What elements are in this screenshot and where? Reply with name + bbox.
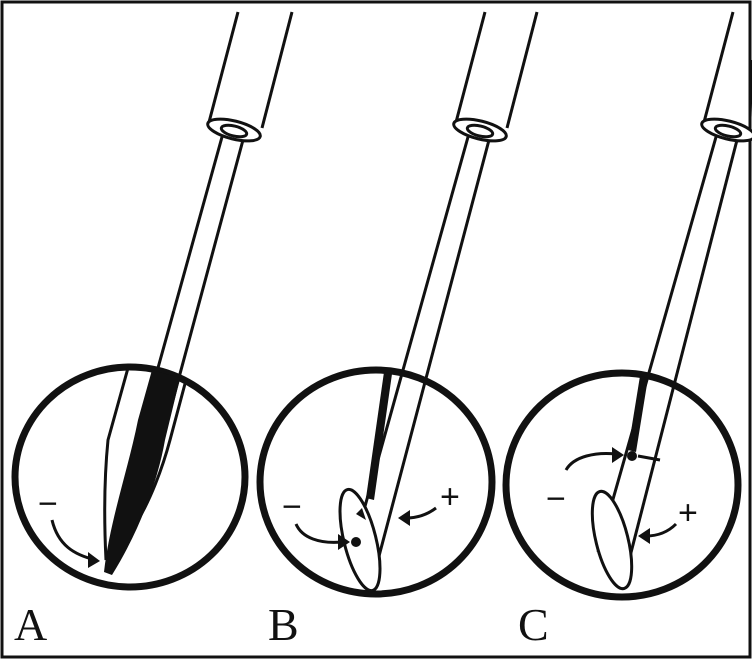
panel-b-plus-arrow [405,506,437,520]
panel-b-plus-sign: + [440,478,460,516]
panel-c-barrel [700,11,752,143]
panel-a-label: A [14,599,47,650]
panel-b-magnifier-circle [256,366,496,598]
panel-c-minus-sign: − [546,480,566,518]
panel-a-shaft-edge-right [136,379,188,521]
panel-b-needle-shaft [348,136,491,576]
panel-c-bevel-opening [590,489,634,591]
panel-c-label: C [518,599,549,650]
panel-c-magnifier-circle [502,369,742,601]
panel-b-lumen [366,372,392,500]
panel-c-needle-shaft [596,136,739,573]
panel-a: − A [11,11,294,650]
panel-b-minus-arrow [294,523,343,544]
panel-a-magnifier-circle [11,363,249,591]
panel-c-plus-arrow [645,522,678,538]
panel-b-bevel-notch [356,508,366,520]
panel-c: − + C [502,11,752,650]
panel-a-shaft-edge-left [103,367,130,561]
panel-a-barrel [206,11,294,143]
panel-c-lumen [628,376,648,452]
panel-c-minus-arrow [564,452,617,471]
panel-b-label: B [268,599,299,650]
panel-b-barrel [452,11,539,143]
panel-b-minus-sign: − [282,488,302,526]
panel-c-plus-arrowhead [638,528,650,544]
panel-c-minus-arrowhead [612,447,624,463]
panel-b-minus-arrowhead [338,534,350,550]
panel-a-arrowhead [88,552,100,568]
panel-c-tick [637,454,661,462]
panel-c-plus-sign: + [678,494,698,532]
panel-a-bevel-tip [104,370,180,575]
panel-b-contact-point [351,537,361,547]
panel-c-contact-point [627,451,637,461]
panel-b-plus-arrowhead [398,510,410,526]
panel-b: − + B [256,11,539,650]
panel-a-minus-sign: − [38,485,58,523]
